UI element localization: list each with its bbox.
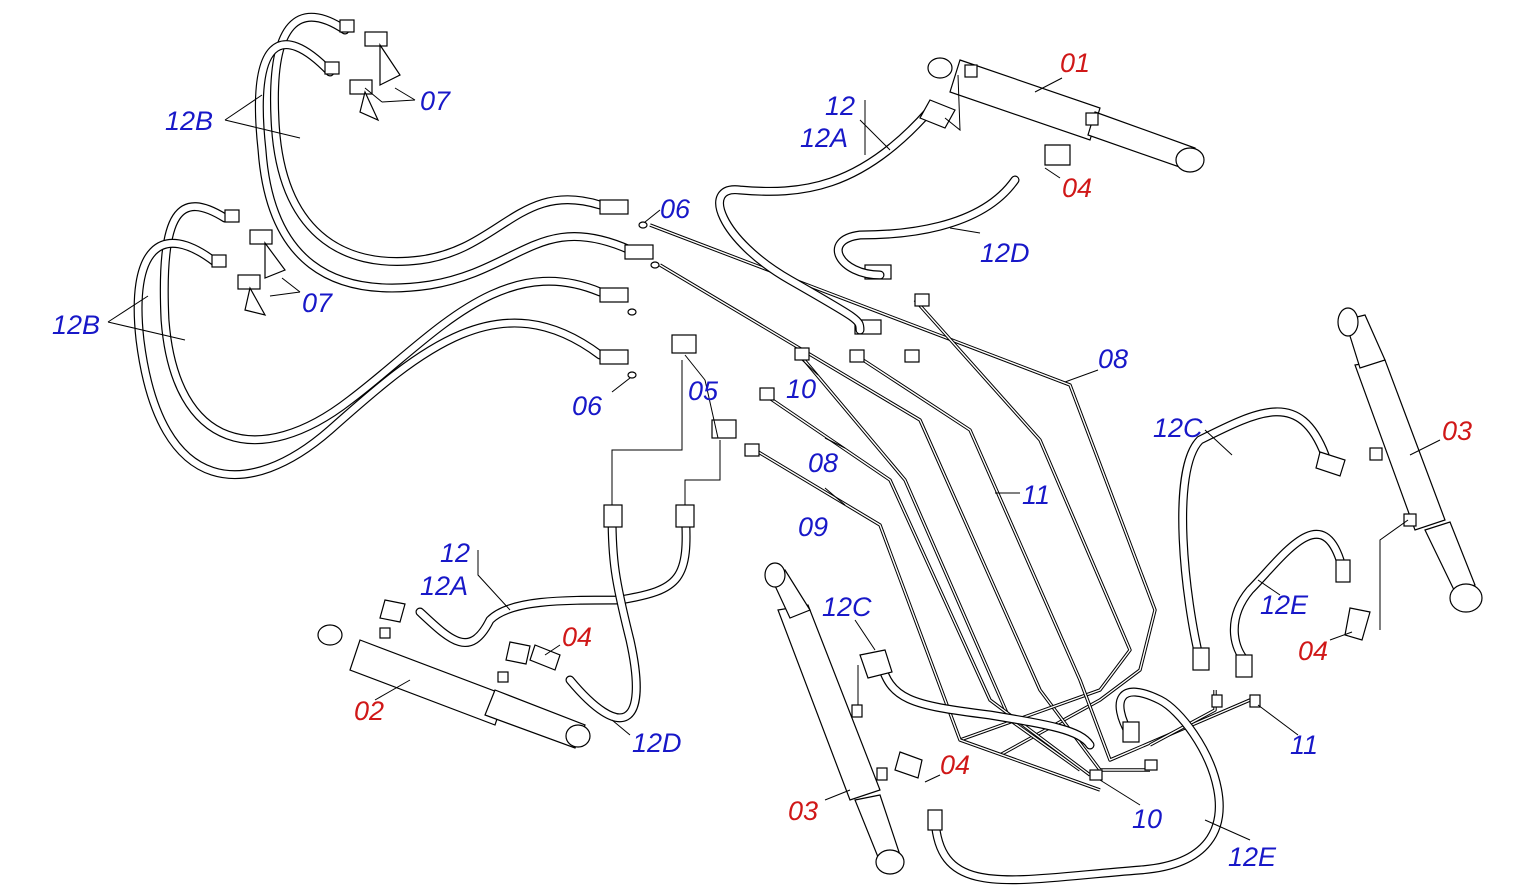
cylinder-03-middle: [764, 562, 923, 875]
label-12C-right: 12C: [1153, 413, 1203, 443]
label-12D-bottom: 12D: [632, 728, 682, 758]
hose-12C-middle: [857, 649, 1095, 750]
label-06-top: 06: [660, 194, 691, 224]
label-12B-top: 12B: [165, 106, 213, 136]
label-12E-bottom: 12E: [1228, 842, 1277, 872]
hose-12-12A-top: [715, 105, 935, 335]
label-03-right: 03: [1442, 416, 1472, 446]
label-05: 05: [688, 376, 719, 406]
steel-pipes: [649, 223, 1251, 792]
cylinder-03-right: [1337, 307, 1483, 613]
label-08-top: 08: [1098, 344, 1128, 374]
label-01: 01: [1060, 48, 1090, 78]
hose-12-12A-bottom: [415, 505, 691, 647]
tee-fitting-05: [671, 334, 737, 439]
hose-12D-top: [833, 175, 1020, 280]
label-12C-mid: 12C: [822, 592, 872, 622]
label-12B-bottom: 12B: [52, 310, 100, 340]
quick-coupler-07-upper: [324, 19, 401, 122]
cylinder-02: [317, 599, 591, 749]
label-leaders: [107, 77, 1441, 841]
hose-12D-bottom: [565, 510, 641, 723]
label-02: 02: [354, 696, 384, 726]
label-04-top: 04: [1062, 173, 1092, 203]
label-12-bottom: 12: [440, 538, 470, 568]
quick-coupler-07-lower: [211, 209, 286, 316]
label-07-top: 07: [420, 86, 451, 116]
label-09: 09: [798, 512, 828, 542]
label-12E-right: 12E: [1260, 590, 1309, 620]
label-03-mid: 03: [788, 796, 818, 826]
label-10-top: 10: [786, 374, 816, 404]
hose-12B-upper: [254, 12, 635, 293]
label-11-right: 11: [1290, 730, 1318, 760]
hose-end-fittings-bottom: [603, 360, 721, 528]
label-12-top: 12: [825, 91, 855, 121]
cylinder-01: [919, 57, 1205, 173]
label-12A-bottom: 12A: [420, 571, 468, 601]
label-04-bottom-left: 04: [562, 622, 592, 652]
hose-12B-lower: [133, 202, 605, 479]
label-11-mid: 11: [1022, 480, 1050, 510]
label-04-right: 04: [1298, 636, 1328, 666]
label-12D-top: 12D: [980, 238, 1030, 268]
label-06-bottom: 06: [572, 391, 603, 421]
hose-12C-right: [1178, 407, 1346, 671]
label-08-mid: 08: [808, 448, 838, 478]
hose-12E-bottom: [927, 687, 1224, 885]
fittings-06: [599, 199, 660, 379]
label-10-bottom: 10: [1132, 804, 1162, 834]
part-labels: 01 04 12D 12 12A 12B 07 12B 07 06 06 05 …: [52, 48, 1472, 872]
label-04-bottom-mid: 04: [940, 750, 970, 780]
label-07-bottom: 07: [302, 288, 333, 318]
label-12A-top: 12A: [800, 123, 848, 153]
